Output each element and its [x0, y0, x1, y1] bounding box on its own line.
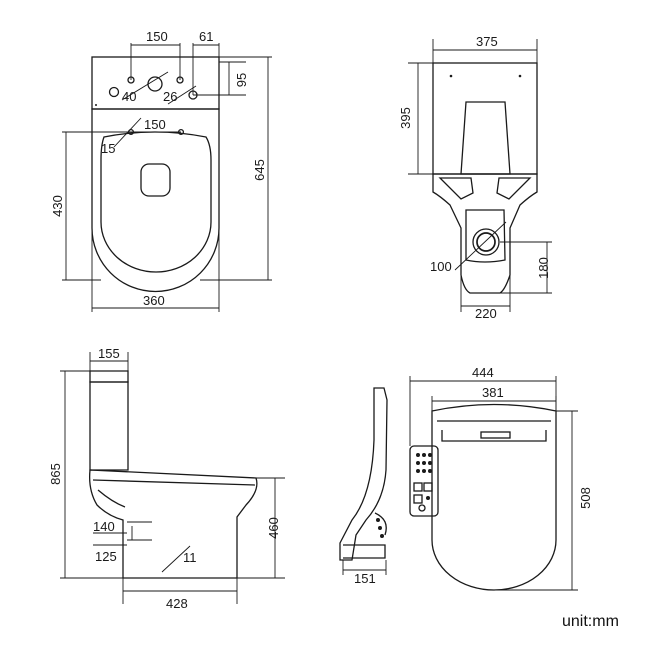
- dim-11-label: 11: [183, 550, 197, 565]
- leader-line: [113, 117, 142, 148]
- rear-foot-right: [496, 177, 532, 200]
- dim-395-label: 395: [398, 107, 413, 129]
- seat-handle: [140, 163, 171, 197]
- dim-508-label: 508: [578, 487, 593, 509]
- leader-line: [161, 545, 191, 573]
- seat-view: 151 444 381 508: [339, 365, 593, 591]
- leader-line: [454, 221, 507, 271]
- dim-428-label: 428: [166, 596, 188, 611]
- dim-460-label: 460: [266, 517, 281, 539]
- rear-view: 100 375 395 180 220: [398, 34, 552, 321]
- dim-155-label: 155: [98, 346, 120, 361]
- dim-95-label: 95: [234, 73, 249, 87]
- dim-865-label: 865: [48, 463, 63, 485]
- dim-444-label: 444: [472, 365, 494, 380]
- dim-26-label: 26: [163, 89, 177, 104]
- side-bowl: [89, 469, 258, 579]
- seat-side-profile: [339, 387, 388, 561]
- rear-trap: [465, 209, 506, 263]
- tank-outline: [91, 56, 220, 110]
- tank-dot: [95, 104, 97, 106]
- rear-dot: [449, 74, 453, 78]
- dim-15-label: 15: [101, 141, 115, 156]
- outlet-inner: [476, 232, 496, 252]
- rear-cistern-recess: [460, 101, 511, 175]
- dim-125-label: 125: [95, 549, 117, 564]
- side-tank: [89, 381, 129, 471]
- dim-360-label: 360: [143, 293, 165, 308]
- rear-dot: [518, 74, 522, 78]
- side-seat-line: [92, 479, 256, 486]
- dim-150-lower-label: 150: [144, 117, 166, 132]
- dim-645-label: 645: [252, 159, 267, 181]
- seat-display: [480, 431, 511, 439]
- rear-tank: [432, 62, 538, 175]
- remote-buttons: [413, 453, 433, 512]
- unit-label: unit:mm: [562, 613, 619, 630]
- tank-hole-left: [108, 86, 120, 98]
- dim-100-label: 100: [430, 259, 452, 274]
- seat-side-button: [378, 526, 382, 530]
- seat-side-panel: [374, 512, 387, 536]
- dim-61-label: 61: [199, 29, 213, 44]
- dim-220-label: 220: [475, 306, 497, 321]
- leader-line: [167, 85, 197, 105]
- side-view: 155 865 460 140 125 11 428: [48, 346, 285, 611]
- dim-381-label: 381: [482, 385, 504, 400]
- rear-foot-left: [438, 177, 474, 200]
- dim-40-label: 40: [122, 89, 136, 104]
- seat-outline: [431, 403, 557, 591]
- seat-side-base: [343, 544, 386, 559]
- seat-hinge-cover: [441, 430, 547, 442]
- dim-430-label: 430: [50, 195, 65, 217]
- leader-line: [121, 71, 169, 101]
- side-bowl-curve: [97, 489, 126, 508]
- dim-150-top-label: 150: [146, 29, 168, 44]
- dim-151-label: 151: [354, 571, 376, 586]
- dim-140-label: 140: [93, 519, 115, 534]
- dim-180-label: 180: [536, 257, 551, 279]
- bowl-outline: [91, 108, 220, 293]
- top-view: 150 61 40 26 95 150 15 430 645: [50, 29, 272, 312]
- outlet-outer: [472, 228, 500, 256]
- seat-lid: [100, 131, 212, 273]
- seat-remote: [409, 445, 439, 517]
- flush-hole: [147, 76, 163, 92]
- side-tank-lid: [89, 370, 129, 383]
- seat-side-button: [376, 518, 380, 522]
- seat-side-button: [380, 534, 384, 538]
- dim-375-label: 375: [476, 34, 498, 49]
